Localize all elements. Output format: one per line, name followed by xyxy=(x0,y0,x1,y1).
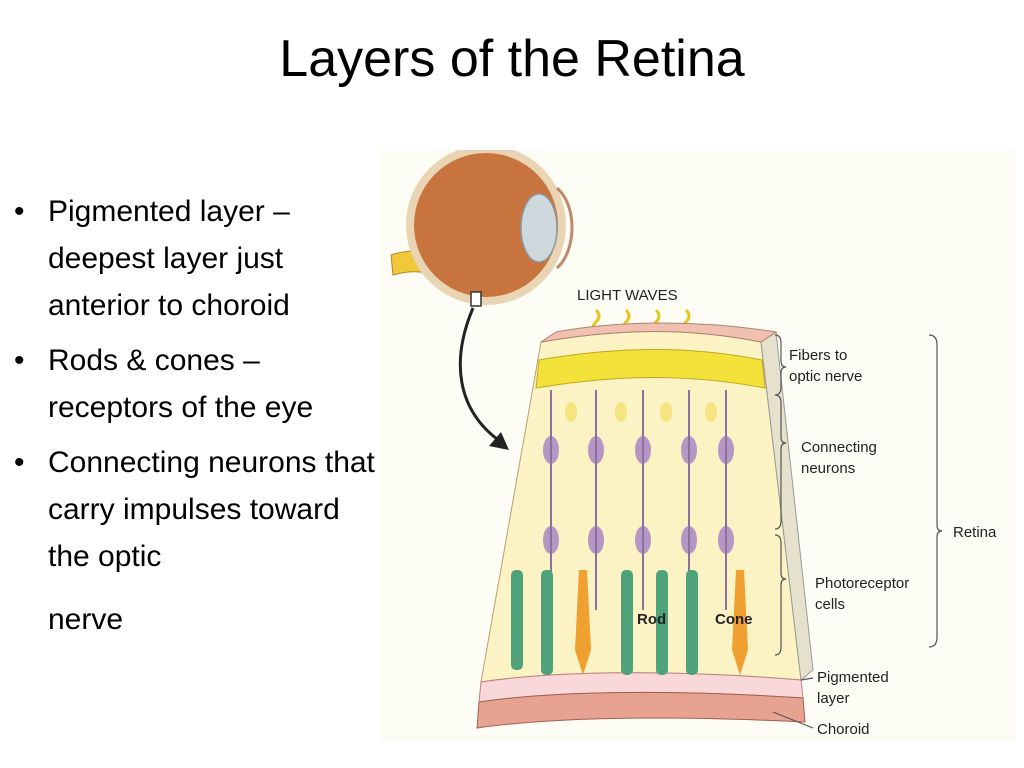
fibers-bracket xyxy=(774,334,787,396)
rod-label: Rod xyxy=(637,611,666,628)
choroid-band xyxy=(476,691,806,729)
connecting-label-line2: neurons xyxy=(801,460,855,477)
pigment-leader-lines xyxy=(772,677,814,729)
retina-bracket xyxy=(928,334,943,648)
ganglion-cell xyxy=(615,402,627,422)
photoreceptor-bracket xyxy=(774,534,787,656)
connecting-bracket xyxy=(774,394,787,530)
retina-block xyxy=(476,322,814,729)
bullet-item: • Pigmented layer – deepest layer just an… xyxy=(8,188,388,329)
ganglion-cell xyxy=(660,402,672,422)
bullet-marker: • xyxy=(14,344,25,377)
lens-shape xyxy=(520,193,558,263)
eyeball-shape xyxy=(414,153,558,297)
bullet-marker: • xyxy=(14,195,25,228)
bullet-text: Rods & cones – receptors of the eye xyxy=(48,344,314,424)
fibers-label-line1: Fibers to xyxy=(789,347,847,364)
rod-cell xyxy=(656,570,668,675)
arrow-line xyxy=(458,307,502,444)
cone-cell xyxy=(732,570,748,675)
choroid-label: Choroid xyxy=(817,721,870,738)
neuron-axons xyxy=(550,390,727,610)
photoreceptor-label-line2: cells xyxy=(815,596,845,613)
bullet-text: Connecting neurons that carry impulses t… xyxy=(48,446,375,573)
arrow-head xyxy=(489,432,509,450)
retina-diagram-svg: LIGHT WAVES xyxy=(381,150,1016,742)
rod-cell xyxy=(621,570,633,675)
cone-cell xyxy=(575,570,591,675)
arrow-pointer xyxy=(458,307,509,450)
photoreceptor-label-line1: Photoreceptor xyxy=(815,575,909,592)
pigmented-label-line1: Pigmented xyxy=(817,669,889,686)
eyeball-illustration xyxy=(390,150,574,307)
cone-label: Cone xyxy=(715,611,753,628)
slide-title: Layers of the Retina xyxy=(279,30,745,88)
bullet-item: • Connecting neurons that carry impulses … xyxy=(8,439,388,580)
cornea-shape xyxy=(555,186,574,270)
nerve-fiber-layer xyxy=(535,349,766,389)
light-waves-label: LIGHT WAVES xyxy=(577,287,678,304)
retina-top-face xyxy=(540,322,778,343)
photoreceptor-cells xyxy=(511,570,748,675)
fibers-label-line2: optic nerve xyxy=(789,368,862,385)
connecting-label-line1: Connecting xyxy=(801,439,877,456)
connecting-neurons xyxy=(543,390,734,610)
ganglion-cell xyxy=(565,402,577,422)
bullet-item: • Rods & cones – receptors of the eye xyxy=(8,337,388,431)
rod-cell xyxy=(686,570,698,675)
pigmented-label-line2: layer xyxy=(817,690,850,707)
ganglion-cell xyxy=(705,402,717,422)
rod-cell xyxy=(511,570,523,670)
rod-cell xyxy=(541,570,553,675)
label-brackets xyxy=(772,334,943,729)
sample-box xyxy=(470,291,482,307)
retina-diagram: LIGHT WAVES xyxy=(381,150,1016,742)
bullet-marker: • xyxy=(14,446,25,479)
bullet-continuation: nerve xyxy=(48,603,124,636)
retina-label: Retina xyxy=(953,524,997,541)
bullet-list: • Pigmented layer – deepest layer just an… xyxy=(8,188,388,588)
bullet-text: Pigmented layer – deepest layer just ant… xyxy=(48,195,290,322)
